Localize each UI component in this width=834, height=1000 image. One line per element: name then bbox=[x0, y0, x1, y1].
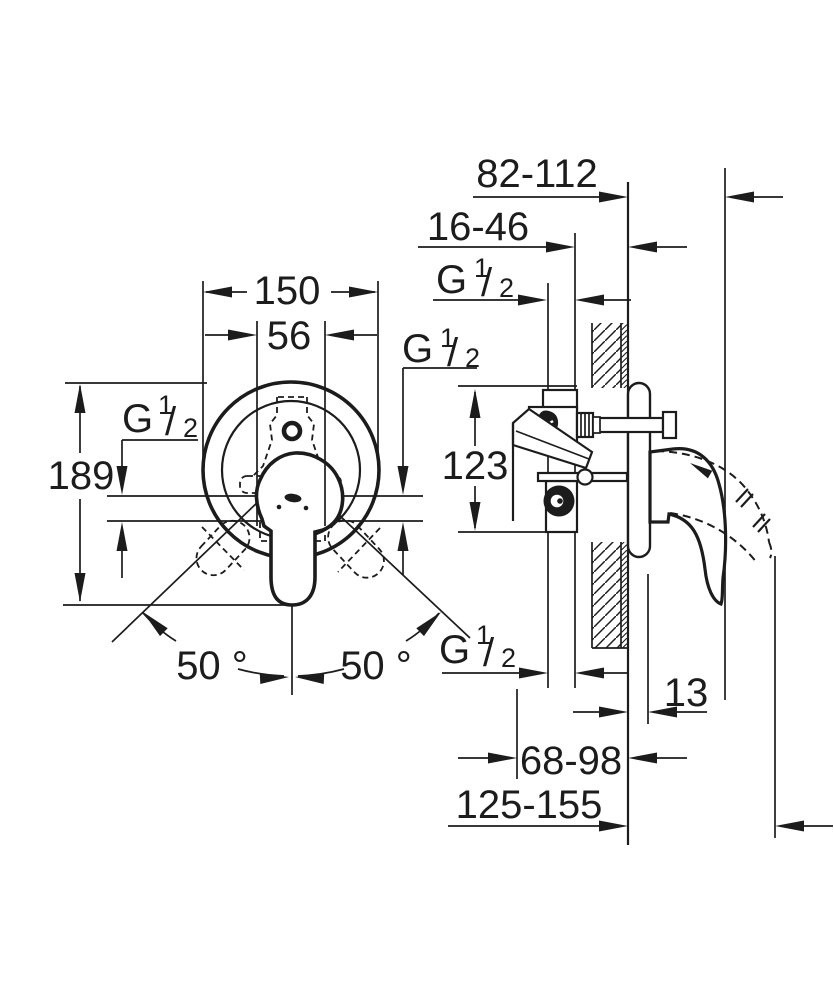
thread-label-front-right: G 1 / 2 bbox=[402, 323, 480, 375]
dim-body-depth: 68-98 bbox=[520, 739, 622, 783]
handle-open-position bbox=[655, 450, 773, 564]
dim-embed-depth: 16-46 bbox=[427, 205, 529, 249]
svg-text:2: 2 bbox=[465, 343, 480, 373]
dim-body-height: 123 bbox=[442, 444, 509, 488]
valve-body bbox=[511, 388, 629, 534]
svg-text:2: 2 bbox=[501, 643, 516, 673]
front-extension-lines bbox=[63, 281, 379, 695]
svg-text:G: G bbox=[122, 397, 153, 441]
svg-text:/: / bbox=[483, 631, 495, 675]
side-view bbox=[458, 168, 776, 845]
svg-text:/: / bbox=[481, 261, 493, 305]
handle-mark bbox=[284, 493, 302, 503]
rosette-side bbox=[626, 381, 652, 559]
bar-ring bbox=[576, 468, 594, 486]
svg-text:/: / bbox=[165, 400, 177, 444]
dim-angle-left: 50 ° bbox=[176, 644, 248, 688]
diagonal-left bbox=[111, 497, 263, 643]
thread-label-front-left: G 1 / 2 bbox=[122, 390, 198, 444]
lever-handle-front bbox=[254, 451, 345, 607]
dim-rosette-depth: 13 bbox=[664, 671, 709, 715]
wall-section bbox=[591, 323, 628, 649]
dim-angle-right: 50 ° bbox=[340, 644, 412, 688]
angle-arcs bbox=[139, 608, 445, 685]
thread-stub bbox=[575, 411, 601, 439]
screw-hole bbox=[281, 420, 303, 442]
svg-text:1: 1 bbox=[158, 390, 173, 420]
svg-text:/: / bbox=[447, 331, 459, 375]
front-view bbox=[63, 281, 471, 695]
svg-text:G: G bbox=[402, 327, 433, 371]
thread-label-bottom: G 1 / 2 bbox=[439, 620, 516, 675]
diagonal-right bbox=[321, 498, 471, 639]
thread-label-top: G 1 / 2 bbox=[436, 253, 514, 305]
dimension-labels: 82-112 16-46 150 56 189 123 50 ° 50 ° 13… bbox=[48, 152, 709, 827]
svg-text:1: 1 bbox=[474, 253, 489, 283]
spindle-rod bbox=[593, 410, 678, 440]
svg-text:G: G bbox=[436, 258, 467, 302]
svg-text:1: 1 bbox=[440, 323, 455, 353]
svg-text:1: 1 bbox=[476, 620, 491, 650]
dimension-lines bbox=[74, 191, 833, 832]
dim-projection: 82-112 bbox=[476, 152, 598, 196]
svg-text:2: 2 bbox=[499, 273, 514, 303]
dim-front-height: 189 bbox=[48, 454, 115, 498]
lever-handle-side bbox=[648, 447, 728, 607]
svg-text:G: G bbox=[439, 628, 470, 672]
dim-cartridge-width: 56 bbox=[267, 314, 312, 358]
dim-front-width: 150 bbox=[254, 269, 321, 313]
dim-total-depth: 125-155 bbox=[456, 783, 603, 827]
svg-text:2: 2 bbox=[183, 413, 198, 443]
